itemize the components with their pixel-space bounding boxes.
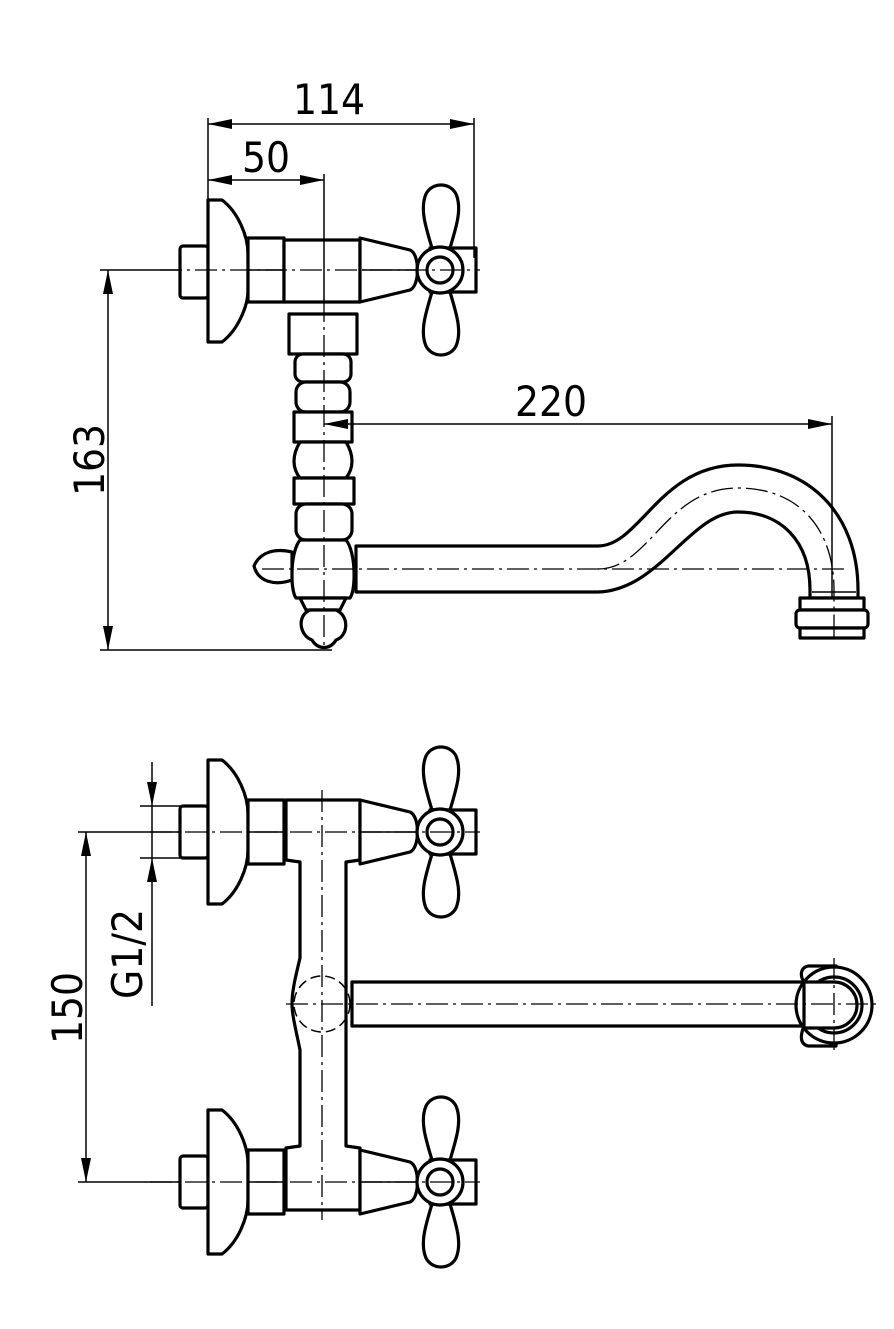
- dim-114-label: 114: [293, 75, 365, 124]
- dim-220-label: 220: [515, 377, 587, 426]
- side-cross-handle: [415, 183, 478, 357]
- front-body: [284, 798, 362, 1212]
- dim-114: 114: [207, 75, 475, 258]
- dim-150: 150: [43, 831, 180, 1183]
- side-body: [252, 312, 359, 650]
- dim-150-label: 150: [43, 972, 92, 1044]
- dim-thread: G1/2: [103, 762, 182, 1006]
- side-valve-assembly: [178, 183, 478, 357]
- dim-thread-label: G1/2: [103, 909, 152, 999]
- front-spout: [350, 964, 874, 1048]
- dim-220: 220: [324, 377, 833, 598]
- side-aerator: [794, 596, 870, 640]
- dim-50-label: 50: [242, 133, 290, 182]
- dim-50: 50: [208, 133, 325, 300]
- side-spout: [354, 463, 860, 600]
- front-view: G1/2 150: [43, 745, 880, 1269]
- dim-163-label: 163: [65, 424, 114, 496]
- dim-163: 163: [65, 269, 332, 651]
- side-view: 114 50 220 163: [65, 75, 870, 651]
